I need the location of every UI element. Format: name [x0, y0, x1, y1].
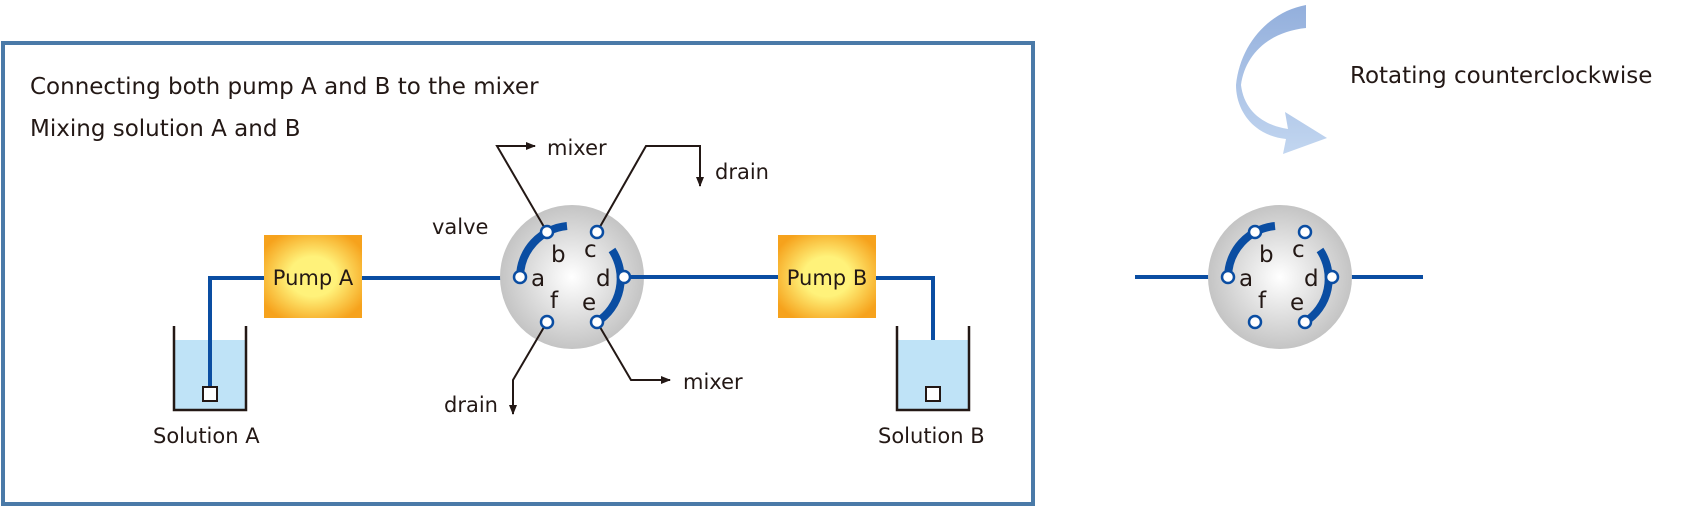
port-e-rotated: [1297, 314, 1313, 330]
port-b-rotated: [1247, 224, 1263, 240]
line-f-drain: [509, 321, 548, 415]
port-label-b: b: [551, 242, 566, 268]
solution-b-label: Solution B: [878, 424, 985, 448]
filter-b: [925, 386, 941, 402]
pump-a-label: Pump A: [273, 266, 354, 290]
rotation-arrow-icon: [1236, 5, 1327, 154]
port-label-d: d: [596, 266, 611, 292]
port-label-f-rotated: f: [1258, 288, 1267, 314]
valve-rotated: [1135, 205, 1423, 349]
port-label-e: e: [582, 290, 596, 316]
filter-a: [202, 386, 218, 402]
channel-d-e: [594, 247, 625, 326]
panel-title-line1: Connecting both pump A and B to the mixe…: [30, 74, 539, 100]
port-e: [589, 314, 605, 330]
port-c-rotated: [1297, 224, 1313, 240]
pump-b-label: Pump B: [787, 266, 867, 290]
port-label-c: c: [584, 237, 597, 263]
port-b: [539, 224, 555, 240]
mixer-label-top: mixer: [547, 136, 607, 160]
drain-label-top: drain: [715, 160, 769, 184]
drain-label-bottom: drain: [444, 393, 498, 417]
panel-title-line2: Mixing solution A and B: [30, 116, 301, 142]
port-d-rotated: [1324, 269, 1340, 285]
port-label-d-rotated: d: [1304, 266, 1319, 292]
port-label-b-rotated: b: [1259, 242, 1274, 268]
valve-main-ports: [512, 224, 632, 330]
port-f-rotated: [1247, 314, 1263, 330]
port-a-rotated: [1220, 269, 1236, 285]
tube-a: [208, 276, 264, 388]
port-d: [616, 269, 632, 285]
pump-a: [264, 235, 362, 318]
pump-b: [778, 235, 876, 318]
valve-label: valve: [432, 215, 488, 239]
line-e-mixer: [596, 321, 671, 384]
rotation-label: Rotating counterclockwise: [1350, 63, 1652, 89]
port-label-a-rotated: a: [1239, 266, 1253, 292]
port-label-c-rotated: c: [1292, 237, 1305, 263]
port-a: [512, 269, 528, 285]
port-label-f: f: [550, 288, 559, 314]
panel-frame: [1, 41, 1035, 506]
mixer-label-bottom: mixer: [683, 370, 743, 394]
port-label-a: a: [531, 266, 545, 292]
port-label-e-rotated: e: [1290, 290, 1304, 316]
line-b-mixer: [495, 142, 548, 233]
channel-a-b: [516, 222, 568, 278]
solution-a-label: Solution A: [153, 424, 260, 448]
port-c: [589, 224, 605, 240]
line-c-drain: [596, 145, 704, 233]
valve-main: [500, 205, 778, 349]
port-f: [539, 314, 555, 330]
